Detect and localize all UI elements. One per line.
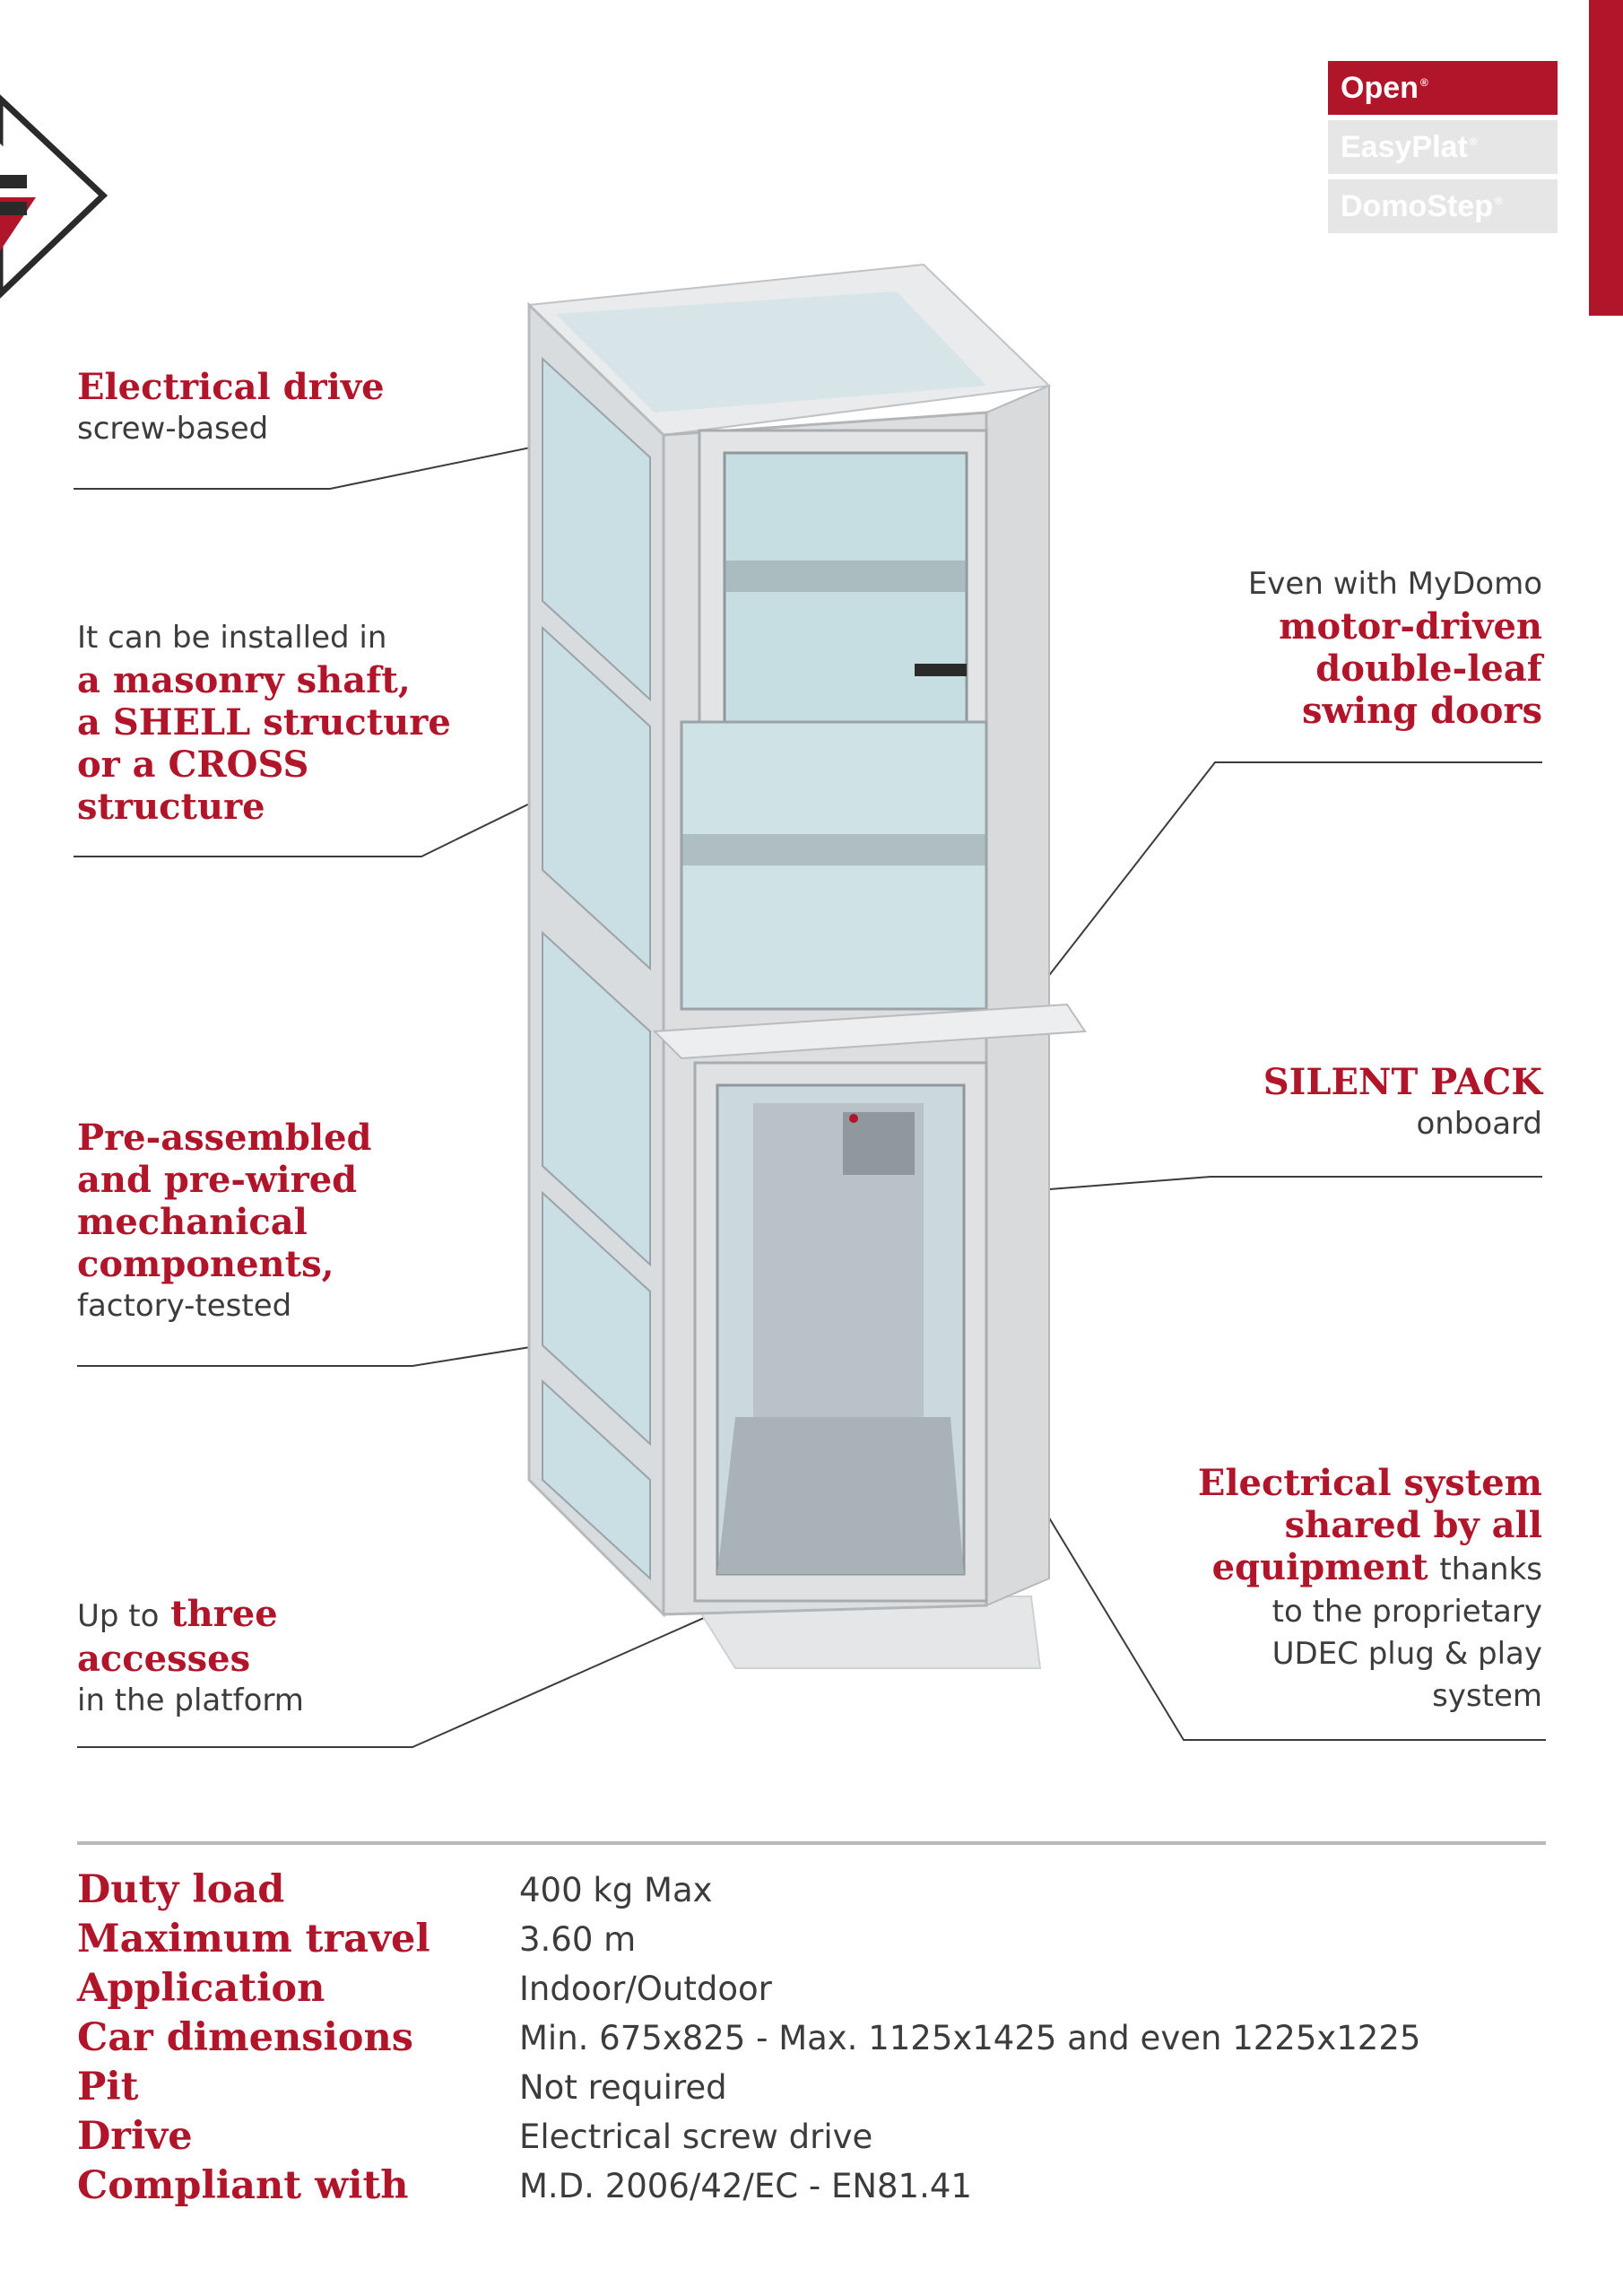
tab-easyplat[interactable]: EasyPlat® [1328,120,1558,174]
callout-heading-line: accesses [77,1638,251,1680]
tab-open[interactable]: Open® [1328,61,1558,115]
callout-intro: It can be installed in [77,620,387,656]
callout-heading-line: Pre-assembled [77,1117,372,1159]
callout-subtext: system [1432,1678,1542,1714]
spec-divider [77,1841,1546,1845]
callout-preassembled: Pre-assembled and pre-wired mechanical c… [77,1117,372,1327]
spec-label: Maximum travel [77,1917,430,1961]
callout-electrical-drive: Electrical drive screw-based [77,366,385,450]
callout-subtext: UDEC plug & play [1271,1636,1542,1672]
callout-intro: Up to [77,1598,160,1634]
callout-heading-line: a masonry shaft, [77,659,411,701]
callout-heading: SILENT PACK [1263,1061,1542,1103]
callout-heading-line: components, [77,1243,334,1285]
callout-swing-doors: Even with MyDomo motor-driven double-lea… [1248,563,1542,732]
callout-heading-line: mechanical [77,1201,308,1243]
lift-illustration [526,263,1087,1669]
spec-label: Pit [77,2065,139,2109]
spec-label: Car dimensions [77,2015,413,2060]
brand-logo-icon [0,94,108,299]
callout-heading-line: and pre-wired [77,1159,358,1201]
callout-subtext: onboard [1416,1106,1542,1142]
callout-heading-line: Electrical system [1197,1462,1542,1504]
callout-heading-line: motor-driven [1279,605,1542,648]
spec-value: Indoor/Outdoor [519,1970,772,2008]
spec-label: Application [77,1966,325,2011]
spec-value: 400 kg Max [519,1871,713,1909]
callout-silent-pack: SILENT PACK onboard [1263,1061,1542,1145]
callout-heading: three [170,1593,278,1635]
side-panel [985,384,1050,1607]
callout-subtext: factory-tested [77,1288,292,1324]
callout-subtext: screw-based [77,411,269,447]
callout-accesses: Up to three accesses in the platform [77,1593,304,1722]
spec-value: 3.60 m [519,1920,637,1959]
landing-sill [652,1003,1087,1060]
spec-value: Min. 675x825 - Max. 1125x1425 and even 1… [519,2019,1421,2057]
callout-heading: Electrical drive [77,366,385,408]
callout-electrical-system: Electrical system shared by all equipmen… [1198,1462,1542,1718]
callout-heading-line: equipment [1211,1546,1428,1588]
spec-label: Drive [77,2114,193,2159]
callout-subtext: thanks [1439,1552,1542,1587]
page-edge-marker [1589,0,1623,316]
spec-value: Electrical screw drive [519,2118,873,2156]
callout-heading-line: shared by all [1284,1504,1542,1546]
spec-value: Not required [519,2068,727,2107]
spec-label: Compliant with [77,2163,409,2208]
callout-subtext: in the platform [77,1683,304,1718]
callout-heading-line: double-leaf [1315,648,1542,690]
callout-heading-line: structure [77,786,265,828]
door-handle-icon [915,664,967,676]
tab-domostep[interactable]: DomoStep® [1328,179,1558,233]
callout-intro: Even with MyDomo [1247,566,1542,602]
callout-heading-line: a SHELL structure [77,701,451,744]
callout-heading-line: or a CROSS [77,744,309,786]
spec-label: Duty load [77,1867,285,1912]
product-tabs: Open® EasyPlat® DomoStep® [1328,61,1558,239]
callout-installation: It can be installed in a masonry shaft, … [77,617,451,828]
callout-heading-line: swing doors [1301,690,1542,732]
callout-subtext: to the proprietary [1271,1594,1542,1630]
spec-value: M.D. 2006/42/EC - EN81.41 [519,2167,972,2205]
